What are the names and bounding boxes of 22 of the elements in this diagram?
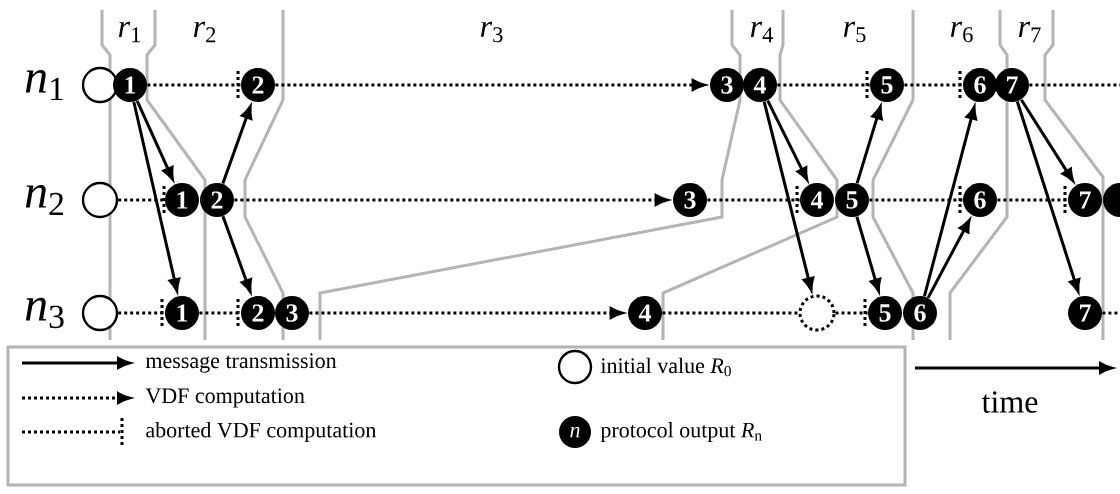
legend-text: VDF computation [145, 388, 305, 408]
round-label: r$_{5}$ [843, 21, 866, 43]
round-label: r$_{2}$ [193, 21, 216, 43]
axis-label: time [981, 391, 1038, 413]
round-label: r$_{6}$ [950, 21, 973, 43]
initial-value-circle [81, 294, 119, 332]
aborted-output-circle [798, 294, 836, 332]
initial-value-circle [81, 181, 119, 219]
legend-text: initial value R$_{0}$ [600, 357, 731, 377]
legend-symbol-letter: n [570, 426, 580, 438]
message-arrow [855, 216, 882, 293]
round-label: r$_{4}$ [750, 21, 774, 43]
legend-text: aborted VDF computation [146, 422, 377, 442]
legend-text: protocol output R$_{n}$ [600, 422, 762, 442]
round-label: r$_{3}$ [480, 21, 503, 43]
node-label: n$_{2}$ [25, 184, 64, 216]
node-label: n$_{3}$ [25, 297, 64, 329]
round-label: r$_{7}$ [1018, 21, 1041, 43]
round-label: r$_{1}$ [118, 21, 141, 43]
legend-text: message transmission [145, 353, 337, 373]
initial-value-circle [81, 66, 119, 104]
node-label: n$_{1}$ [25, 69, 63, 101]
